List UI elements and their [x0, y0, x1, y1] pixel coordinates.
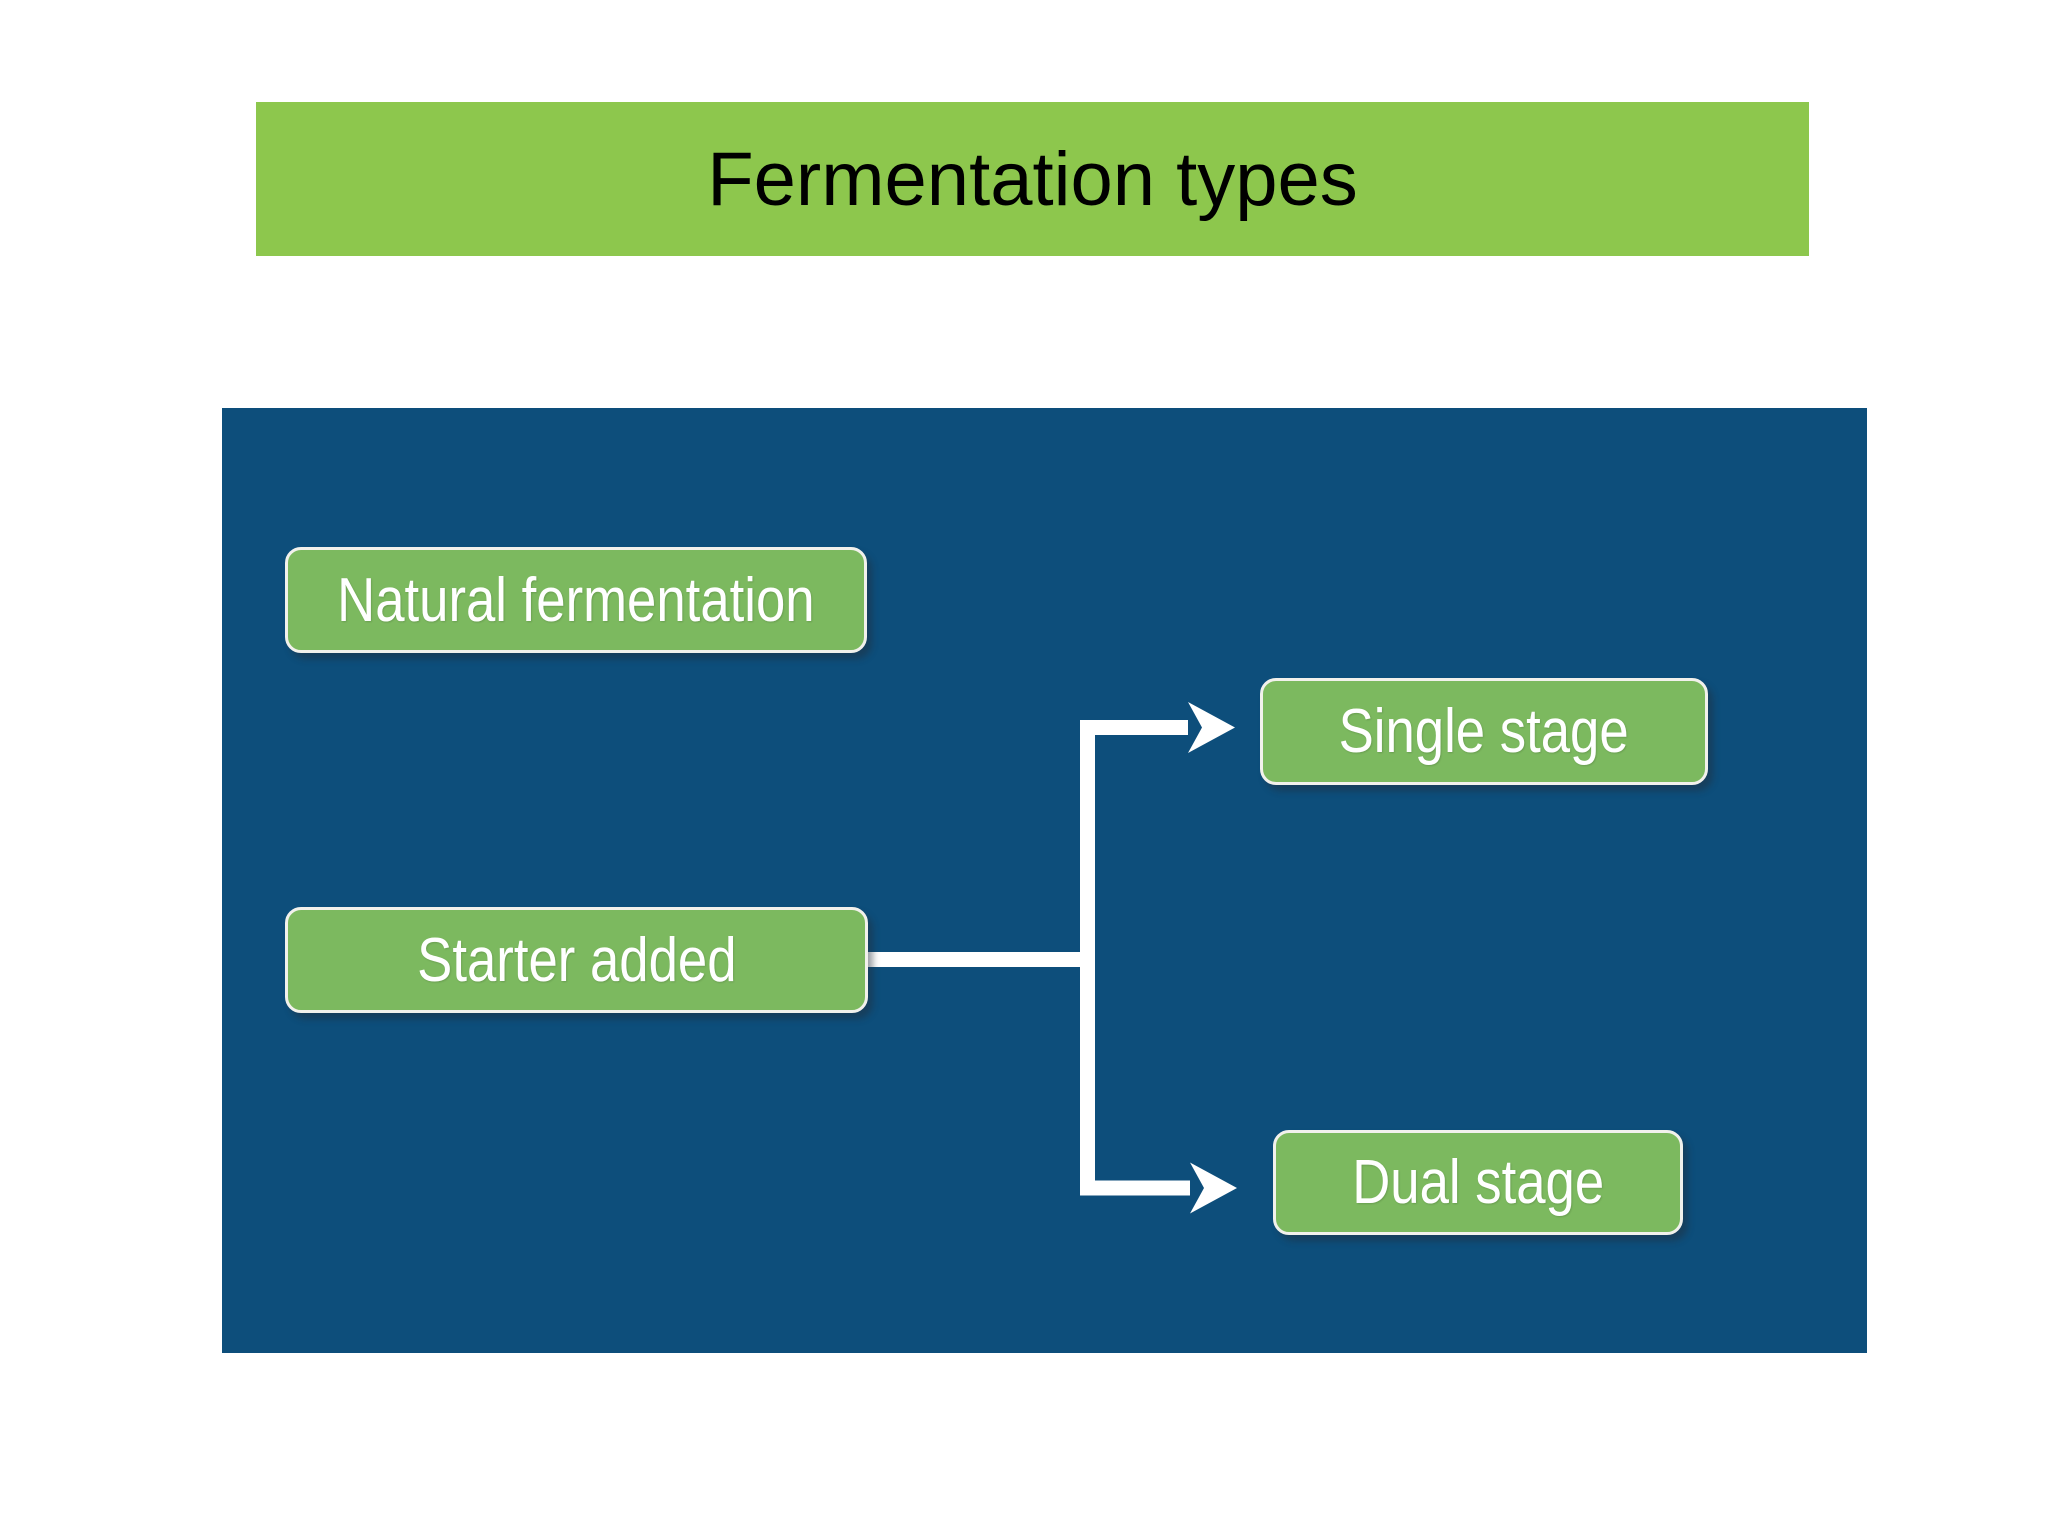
- connector-branch: [1080, 720, 1190, 1196]
- arrowhead-dual-stage: [1190, 1162, 1237, 1214]
- connector-lines: [868, 702, 1237, 1214]
- node-dual-stage: Dual stage: [1273, 1130, 1683, 1235]
- node-single-stage-label: Single stage: [1338, 697, 1630, 766]
- diagram-panel: Natural fermentation Starter added Singl…: [222, 408, 1867, 1353]
- node-natural-fermentation: Natural fermentation: [285, 547, 867, 653]
- node-dual-stage-label: Dual stage: [1352, 1148, 1604, 1217]
- title-bar: Fermentation types: [256, 102, 1809, 256]
- slide-title: Fermentation types: [707, 136, 1358, 222]
- node-natural-fermentation-label: Natural fermentation: [337, 565, 815, 635]
- arrowhead-single-stage: [1188, 702, 1235, 753]
- node-single-stage: Single stage: [1260, 678, 1708, 785]
- node-starter-added: Starter added: [285, 907, 868, 1013]
- node-starter-added-label: Starter added: [416, 925, 737, 995]
